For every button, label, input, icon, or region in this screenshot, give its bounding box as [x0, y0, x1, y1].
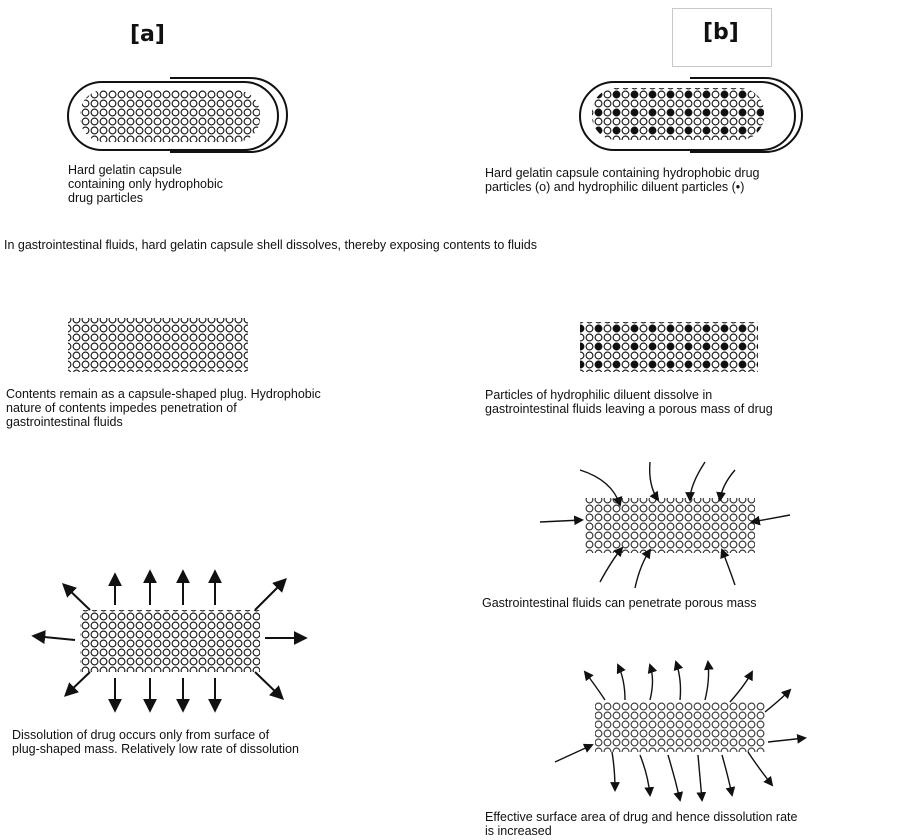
- plug-a: [68, 318, 248, 372]
- dissolution-caption: Dissolution of drug occurs only from sur…: [12, 728, 452, 756]
- capsule-a-caption: Hard gelatin capsule containing only hyd…: [68, 163, 328, 205]
- plug-a-caption: Contents remain as a capsule-shaped plug…: [6, 387, 466, 429]
- capsule-b: [580, 78, 802, 152]
- plug-b-caption: Particles of hydrophilic diluent dissolv…: [485, 388, 905, 416]
- shared-caption: In gastrointestinal fluids, hard gelatin…: [4, 238, 909, 252]
- capsule-b-caption: Hard gelatin capsule containing hydropho…: [485, 166, 905, 194]
- surface-caption: Effective surface area of drug and hence…: [485, 810, 910, 838]
- dispersed-particles: [555, 662, 805, 800]
- porous-caption: Gastrointestinal fluids can penetrate po…: [482, 596, 902, 610]
- dissolution-plug: [34, 572, 305, 710]
- porous-mass: [540, 462, 790, 588]
- plug-b: [580, 322, 758, 372]
- capsule-a: [68, 78, 287, 152]
